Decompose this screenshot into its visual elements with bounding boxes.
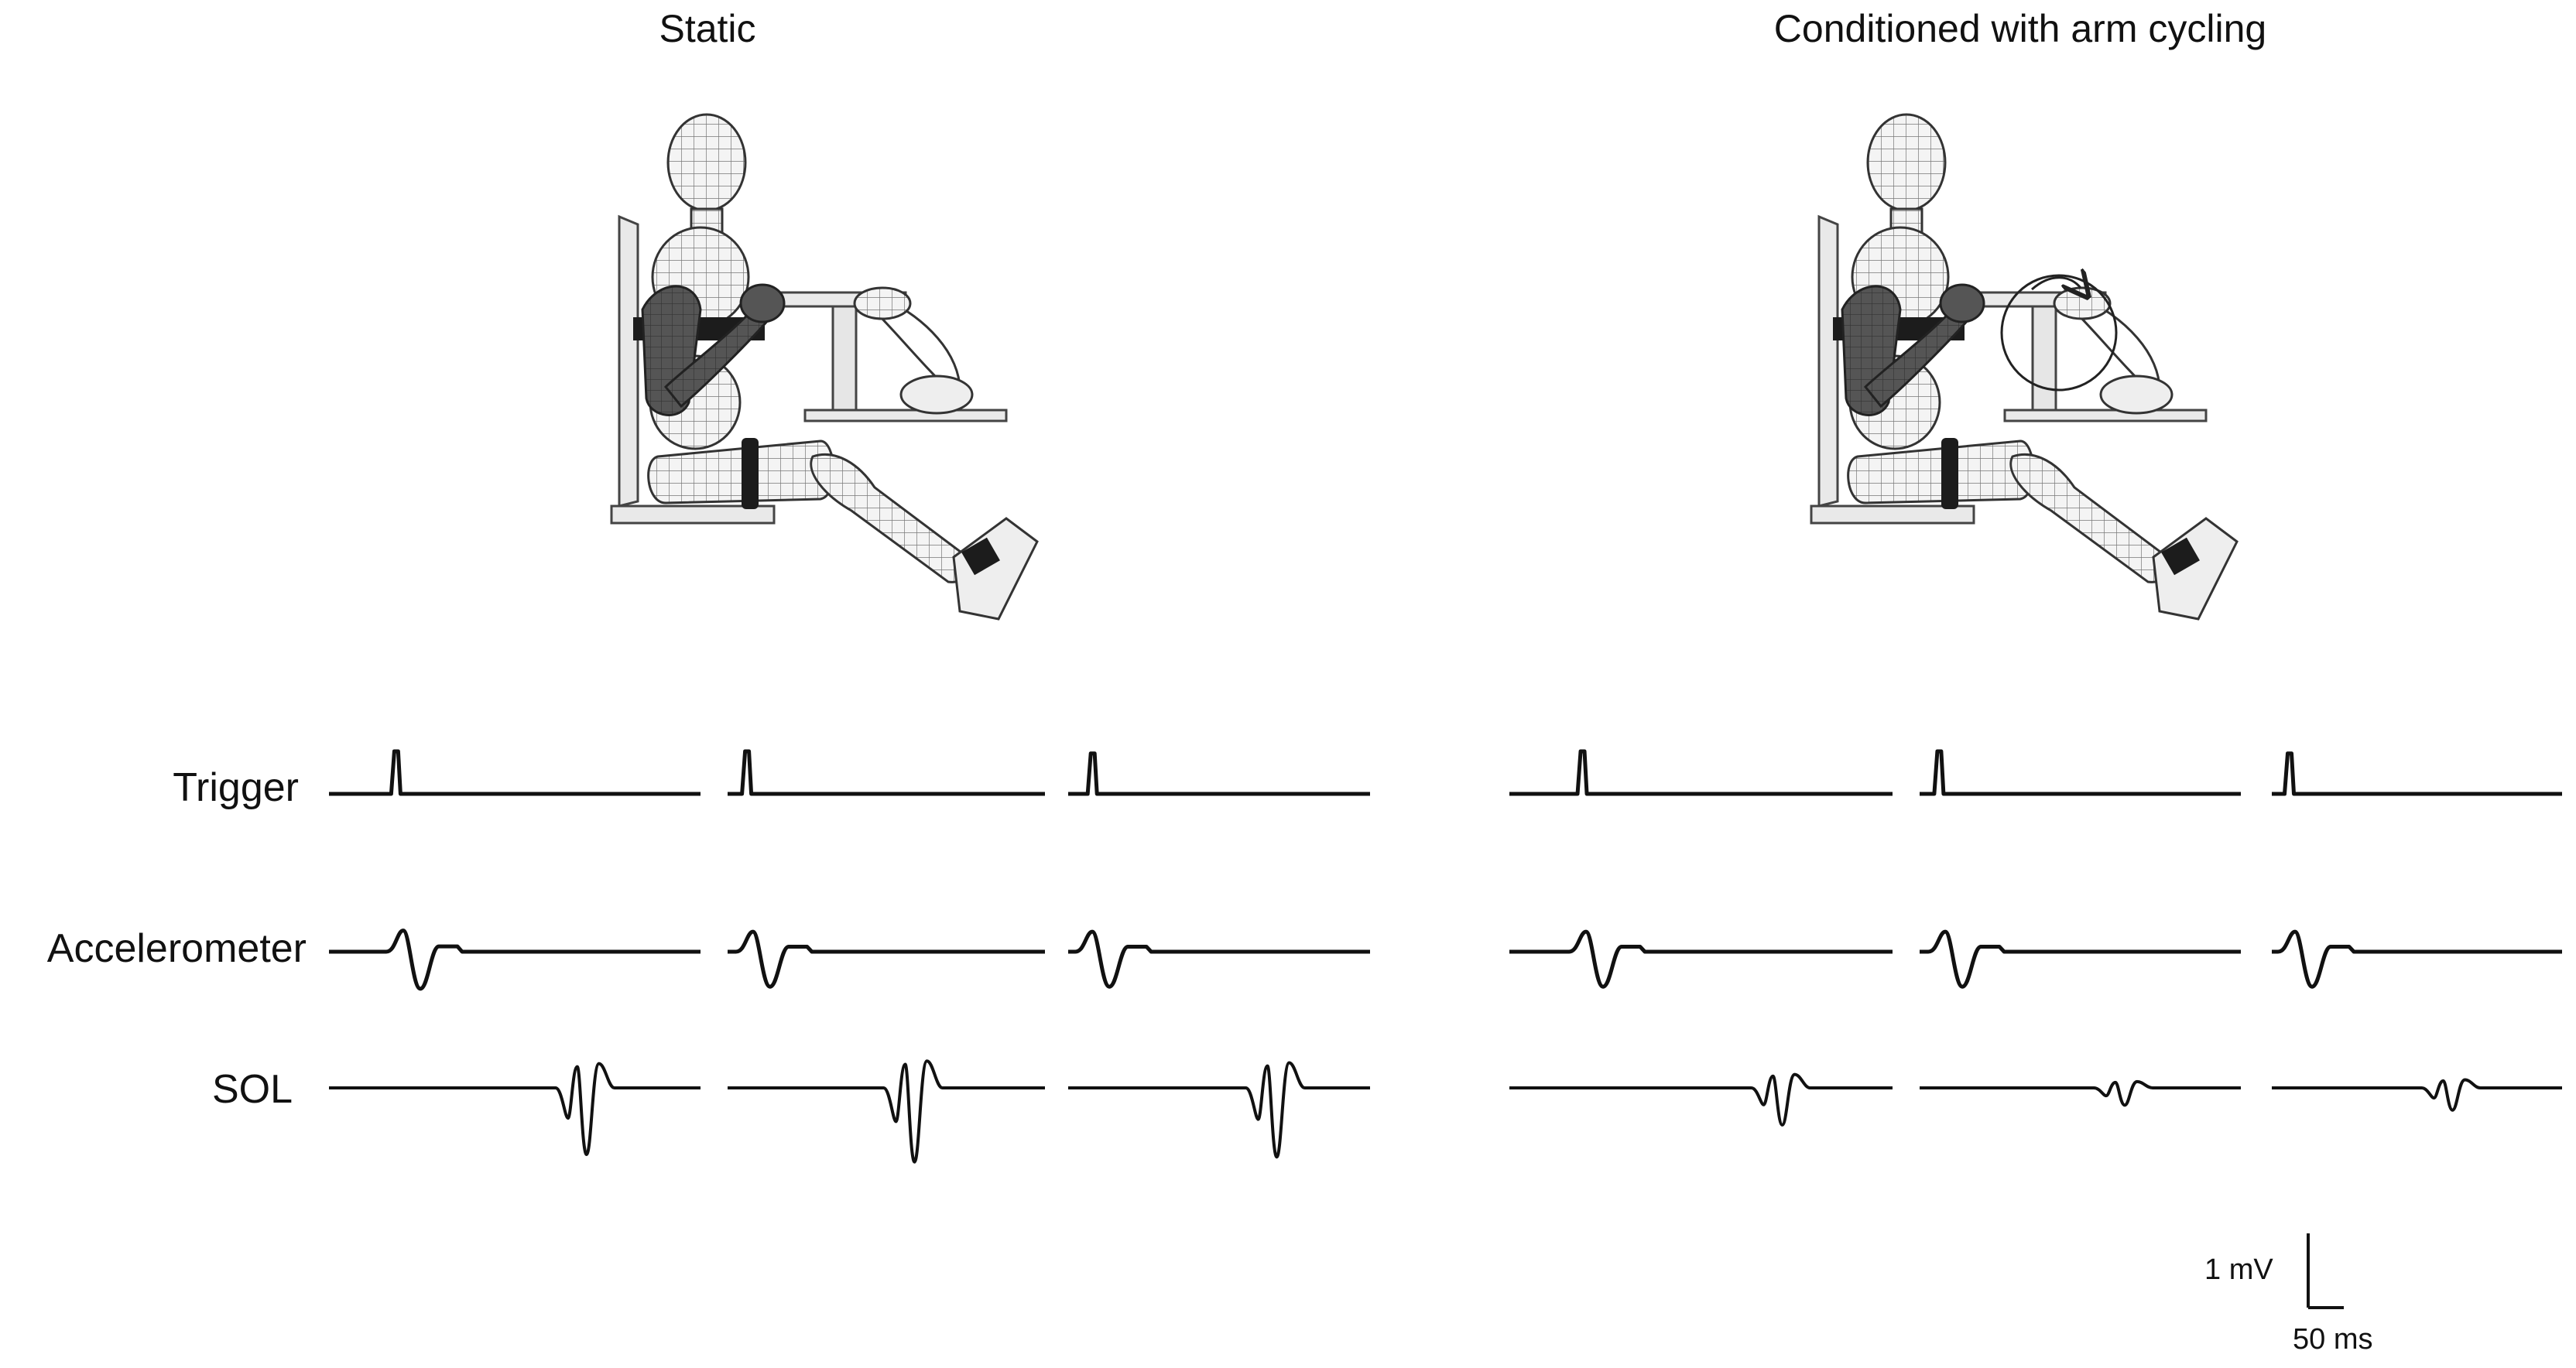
static-accelerometer-trace-1: [329, 929, 701, 991]
static-sol-trace-1: [329, 1062, 701, 1157]
static-sol-trace-3: [1068, 1061, 1370, 1159]
static-participant-illustration: [610, 113, 1039, 621]
static-trigger-trace-2: [728, 749, 1045, 796]
traces: [329, 749, 2562, 1164]
arm-cycling-rotation-arrow-icon: [2000, 275, 2118, 392]
panel-title-static: Static: [659, 7, 756, 50]
conditioned-accelerometer-trace-3: [2272, 929, 2562, 989]
row-label-trigger: Trigger: [173, 765, 299, 810]
scale-bar: [2307, 1233, 2344, 1309]
scale-bar-horizontal-label: 50 ms: [2293, 1323, 2373, 1356]
conditioned-participant-illustration: [1810, 113, 2239, 621]
conditioned-sol-trace-2: [1920, 1079, 2241, 1107]
static-accelerometer-trace-3: [1068, 929, 1370, 989]
conditioned-accelerometer-trace-1: [1509, 929, 1893, 989]
conditioned-trigger-trace-1: [1509, 749, 1893, 796]
conditioned-sol-trace-1: [1509, 1072, 1893, 1127]
conditioned-sol-trace-3: [2272, 1078, 2562, 1112]
panel-title-conditioned: Conditioned with arm cycling: [1773, 7, 2267, 50]
static-trigger-trace-1: [329, 749, 701, 796]
scale-bar-vertical-label: 1 mV: [2204, 1253, 2273, 1286]
conditioned-accelerometer-trace-2: [1920, 929, 2241, 989]
conditioned-trigger-trace-2: [1920, 749, 2241, 796]
row-label-sol: SOL: [211, 1067, 293, 1112]
static-accelerometer-trace-2: [728, 929, 1045, 989]
static-sol-trace-2: [728, 1059, 1045, 1164]
conditioned-trigger-trace-3: [2272, 751, 2562, 796]
static-trigger-trace-3: [1068, 751, 1370, 796]
row-label-accelerometer: Accelerometer: [46, 926, 307, 971]
